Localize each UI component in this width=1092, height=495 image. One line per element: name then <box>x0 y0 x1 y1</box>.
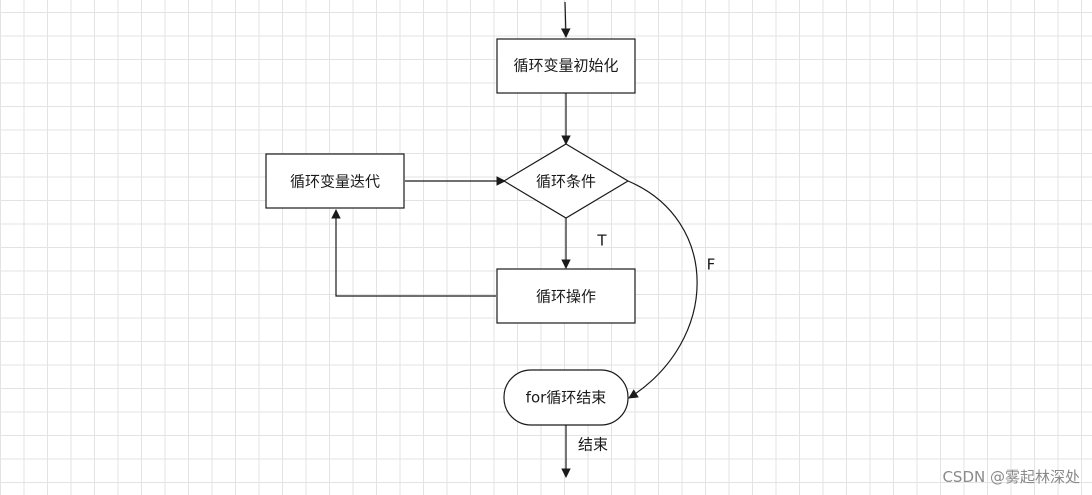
edge-condition-to-end <box>627 180 698 399</box>
node-init-label: 循环变量初始化 <box>513 57 618 75</box>
node-iterate <box>265 153 405 209</box>
node-operation-label: 循环操作 <box>536 288 596 306</box>
node-iterate-label: 循环变量迭代 <box>290 173 380 191</box>
edge-start-to-init <box>560 1 571 38</box>
watermark: CSDN @雾起林深处 <box>942 468 1080 486</box>
node-condition-label: 循环条件 <box>536 173 596 191</box>
node-operation <box>496 268 636 324</box>
node-end-loop-label: for循环结束 <box>526 389 607 407</box>
node-init <box>496 38 636 94</box>
node-end-loop <box>503 369 629 426</box>
edge-label-true: T <box>596 232 607 250</box>
edge-operation-to-iterate <box>331 209 496 297</box>
edge-label-false: F <box>707 256 716 274</box>
edge-label-end: 结束 <box>578 436 608 454</box>
node-condition <box>502 143 630 219</box>
